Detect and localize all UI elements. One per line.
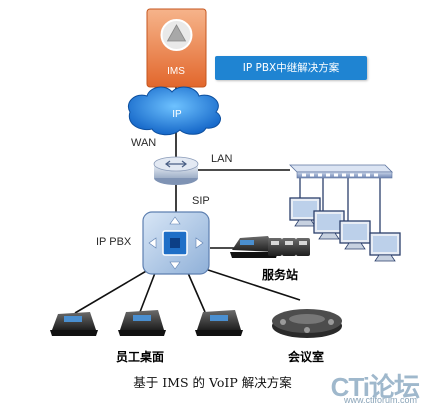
desk-phone-icon [50, 312, 98, 336]
computer-monitor-icon [289, 197, 321, 227]
lan-drops [299, 175, 381, 235]
staff-desktop-label: 员工桌面 [116, 350, 165, 364]
ims-server-icon [146, 8, 207, 88]
sip-label: SIP [192, 195, 210, 207]
ip-cloud-icon [128, 86, 221, 136]
meeting-room-label: 会议室 [288, 350, 325, 364]
figure-caption: 基于 IMS 的 VoIP 解决方案 [133, 375, 292, 390]
ip-cloud-label: IP [172, 109, 182, 120]
watermark-main: CTi论坛 [330, 372, 420, 402]
router-icon [153, 156, 199, 185]
lan-switch-icon [289, 164, 393, 179]
watermark-logo: CTi论坛 www.ctiforum.com [307, 367, 420, 407]
computer-monitor-icon [369, 232, 401, 262]
wan-label: WAN [131, 137, 157, 149]
watermark-url: www.ctiforum.com [343, 395, 417, 405]
ims-label: IMS [167, 66, 185, 77]
solution-banner: IP PBX中继解决方案 [215, 56, 367, 80]
lan-label: LAN [211, 153, 233, 165]
ip-pbx-icon [142, 211, 210, 275]
expansion-module-icon [268, 238, 310, 256]
computer-monitor-icon [313, 210, 345, 240]
desk-phone-icon [230, 236, 278, 258]
desk-phone-icon [118, 310, 166, 336]
computer-monitor-icon [339, 220, 371, 250]
connection-lines [74, 84, 301, 314]
conference-phone-icon [272, 309, 342, 338]
service-station-label: 服务站 [262, 268, 299, 282]
ip-pbx-label: IP PBX [96, 236, 132, 248]
desk-phone-icon [195, 310, 243, 336]
